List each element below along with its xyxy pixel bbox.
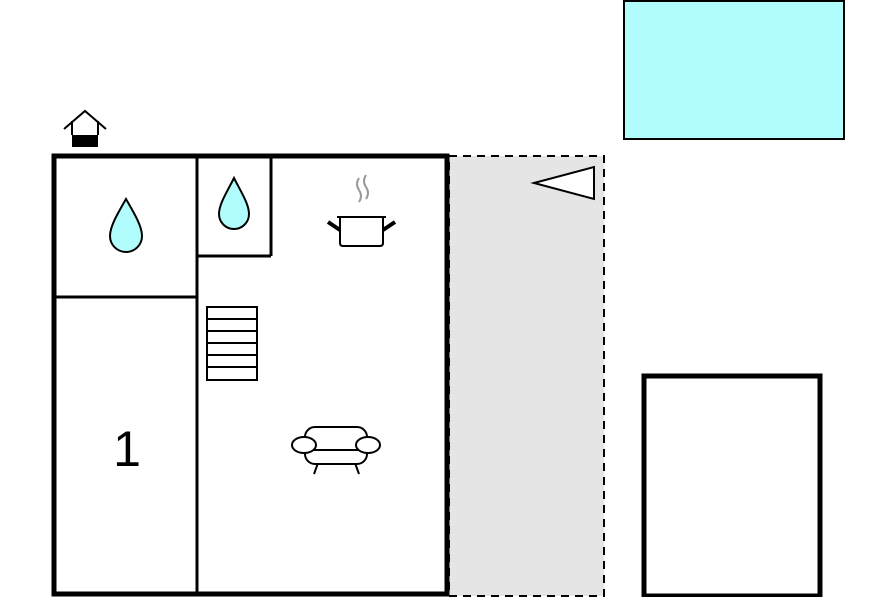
sofa-icon <box>291 426 381 475</box>
terrace <box>448 155 605 597</box>
compass-arrow-icon <box>530 165 595 201</box>
pool <box>623 0 845 140</box>
house-entrance-icon <box>63 109 107 147</box>
room-number-label: 1 <box>113 421 141 477</box>
outbuilding <box>641 373 823 597</box>
water-drop-icon <box>217 175 251 230</box>
staircase-icon <box>206 306 258 381</box>
cooking-pot-icon <box>326 174 397 247</box>
water-drop-icon <box>108 196 144 253</box>
